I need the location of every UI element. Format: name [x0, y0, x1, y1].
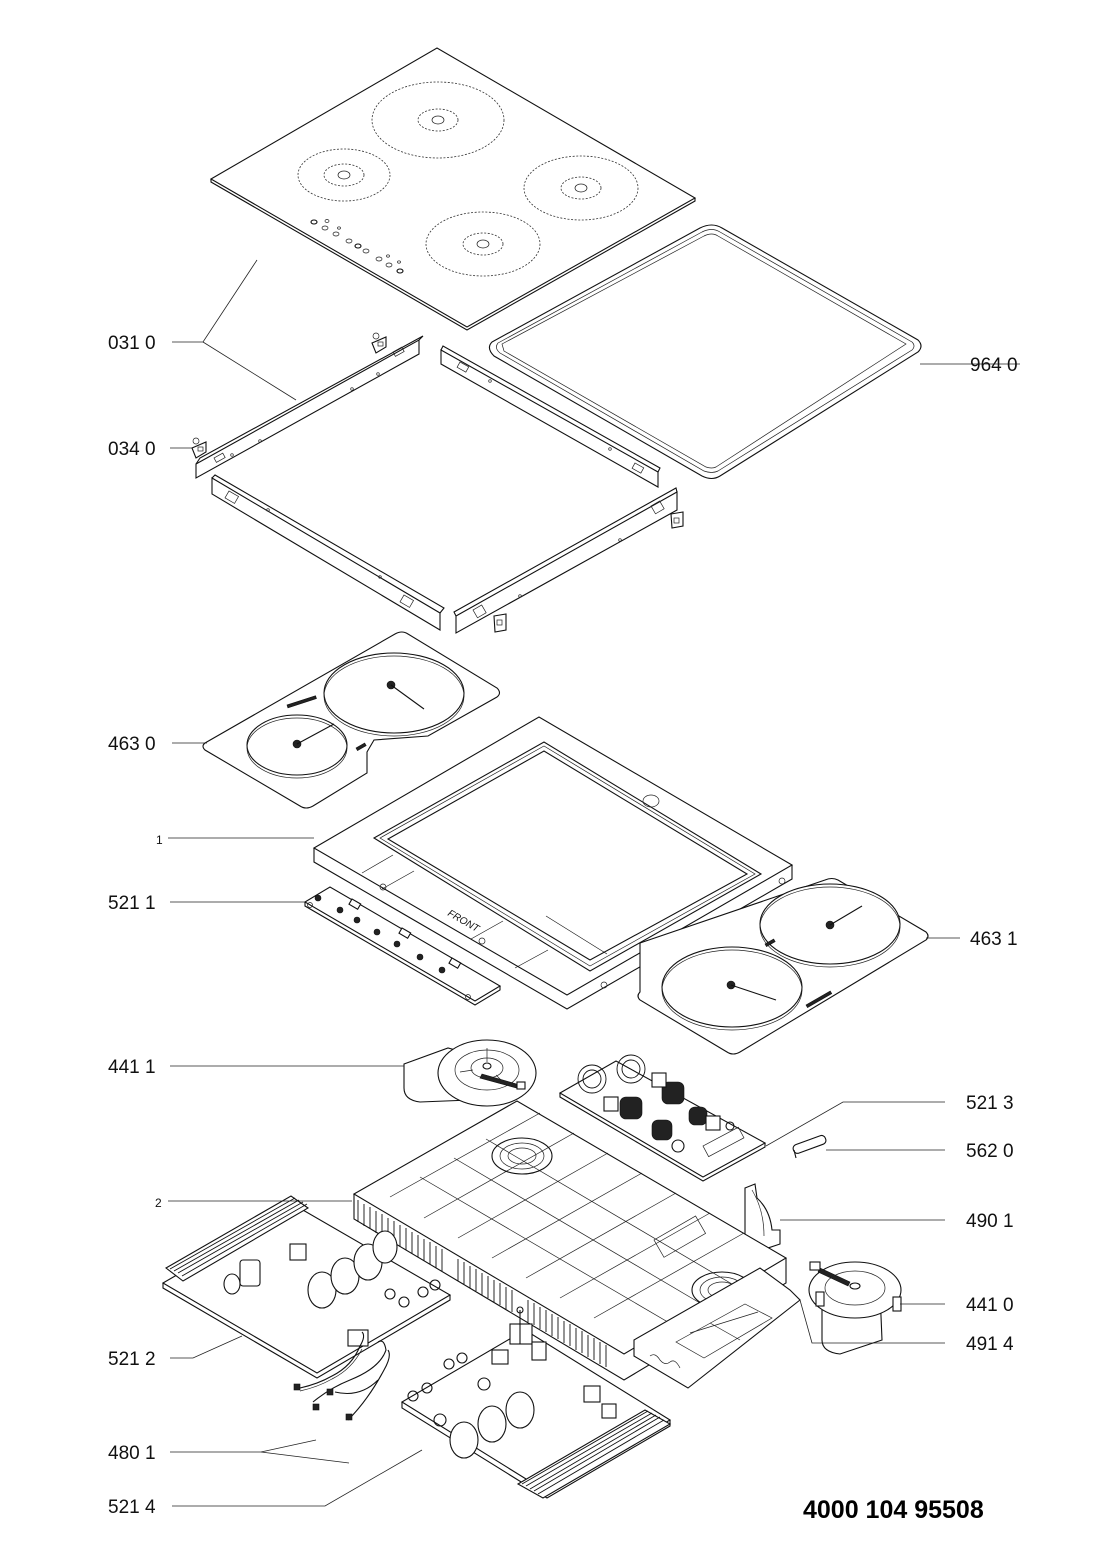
wiring-harness	[293, 1331, 390, 1421]
induction-coil-plate-right	[637, 877, 929, 1055]
frame-rail-front-left	[211, 474, 445, 631]
callout-441-1: 441 1	[108, 1057, 156, 1078]
callout-463-0: 463 0	[108, 734, 156, 755]
fan-left	[403, 1039, 537, 1107]
callout-490-1: 490 1	[966, 1211, 1014, 1232]
capacitor	[449, 1391, 535, 1459]
cooking-zone-left	[297, 148, 391, 202]
fan-right	[808, 1261, 902, 1355]
induction-coil-plate-left	[202, 631, 501, 809]
callout-964-0: 964 0	[970, 355, 1018, 376]
callout-034-0: 034 0	[108, 439, 156, 460]
frame-rail-rear-right	[440, 345, 661, 488]
callout-2: 2	[155, 1196, 162, 1210]
callout-521-4: 521 4	[108, 1497, 156, 1518]
support-frame: FRONT	[312, 716, 794, 1010]
glass-ceramic-top	[209, 47, 697, 331]
frame-rail-rear-left	[195, 335, 424, 479]
capacitor	[307, 1230, 398, 1309]
touch-control-markings	[310, 219, 404, 274]
cooking-zone-rear	[371, 81, 505, 159]
toroid-coil	[619, 1081, 708, 1141]
cable-holder	[744, 1183, 781, 1251]
frame-rail-front-right	[453, 487, 678, 634]
fixing-clip	[670, 511, 684, 529]
power-board-right	[400, 1306, 672, 1499]
callout-521-1: 521 1	[108, 893, 156, 914]
callout-463-1: 463 1	[970, 929, 1018, 950]
power-board-left	[161, 1195, 452, 1379]
document-number: 4000 104 95508	[803, 1496, 984, 1524]
callout-441-0: 441 0	[966, 1295, 1014, 1316]
gasket	[488, 224, 922, 480]
callout-562-0: 562 0	[966, 1141, 1014, 1162]
housing-cooling-fins	[357, 1200, 607, 1367]
heatsink	[165, 1195, 310, 1282]
callout-521-3: 521 3	[966, 1093, 1014, 1114]
fixing-clip	[493, 613, 507, 633]
callout-1: 1	[156, 833, 163, 847]
callout-521-2: 521 2	[108, 1349, 156, 1370]
filter-board	[558, 1054, 767, 1182]
callout-labels: 031 0 034 0 964 0 463 0 1 521 1 463 1 44…	[108, 333, 1018, 1518]
leader-lines	[168, 259, 1020, 1507]
fixing-clip	[191, 437, 207, 459]
cooking-zone-front	[425, 211, 541, 277]
cooking-zone-right	[523, 155, 639, 221]
callout-491-4: 491 4	[966, 1334, 1014, 1355]
fuse	[792, 1134, 827, 1159]
bottom-housing	[352, 1100, 788, 1381]
control-board	[303, 886, 502, 1006]
heatsink	[516, 1409, 672, 1499]
callout-031-0: 031 0	[108, 333, 156, 354]
callout-480-1: 480 1	[108, 1443, 156, 1464]
fixing-clip	[371, 332, 387, 354]
housing-grid	[389, 1112, 755, 1336]
